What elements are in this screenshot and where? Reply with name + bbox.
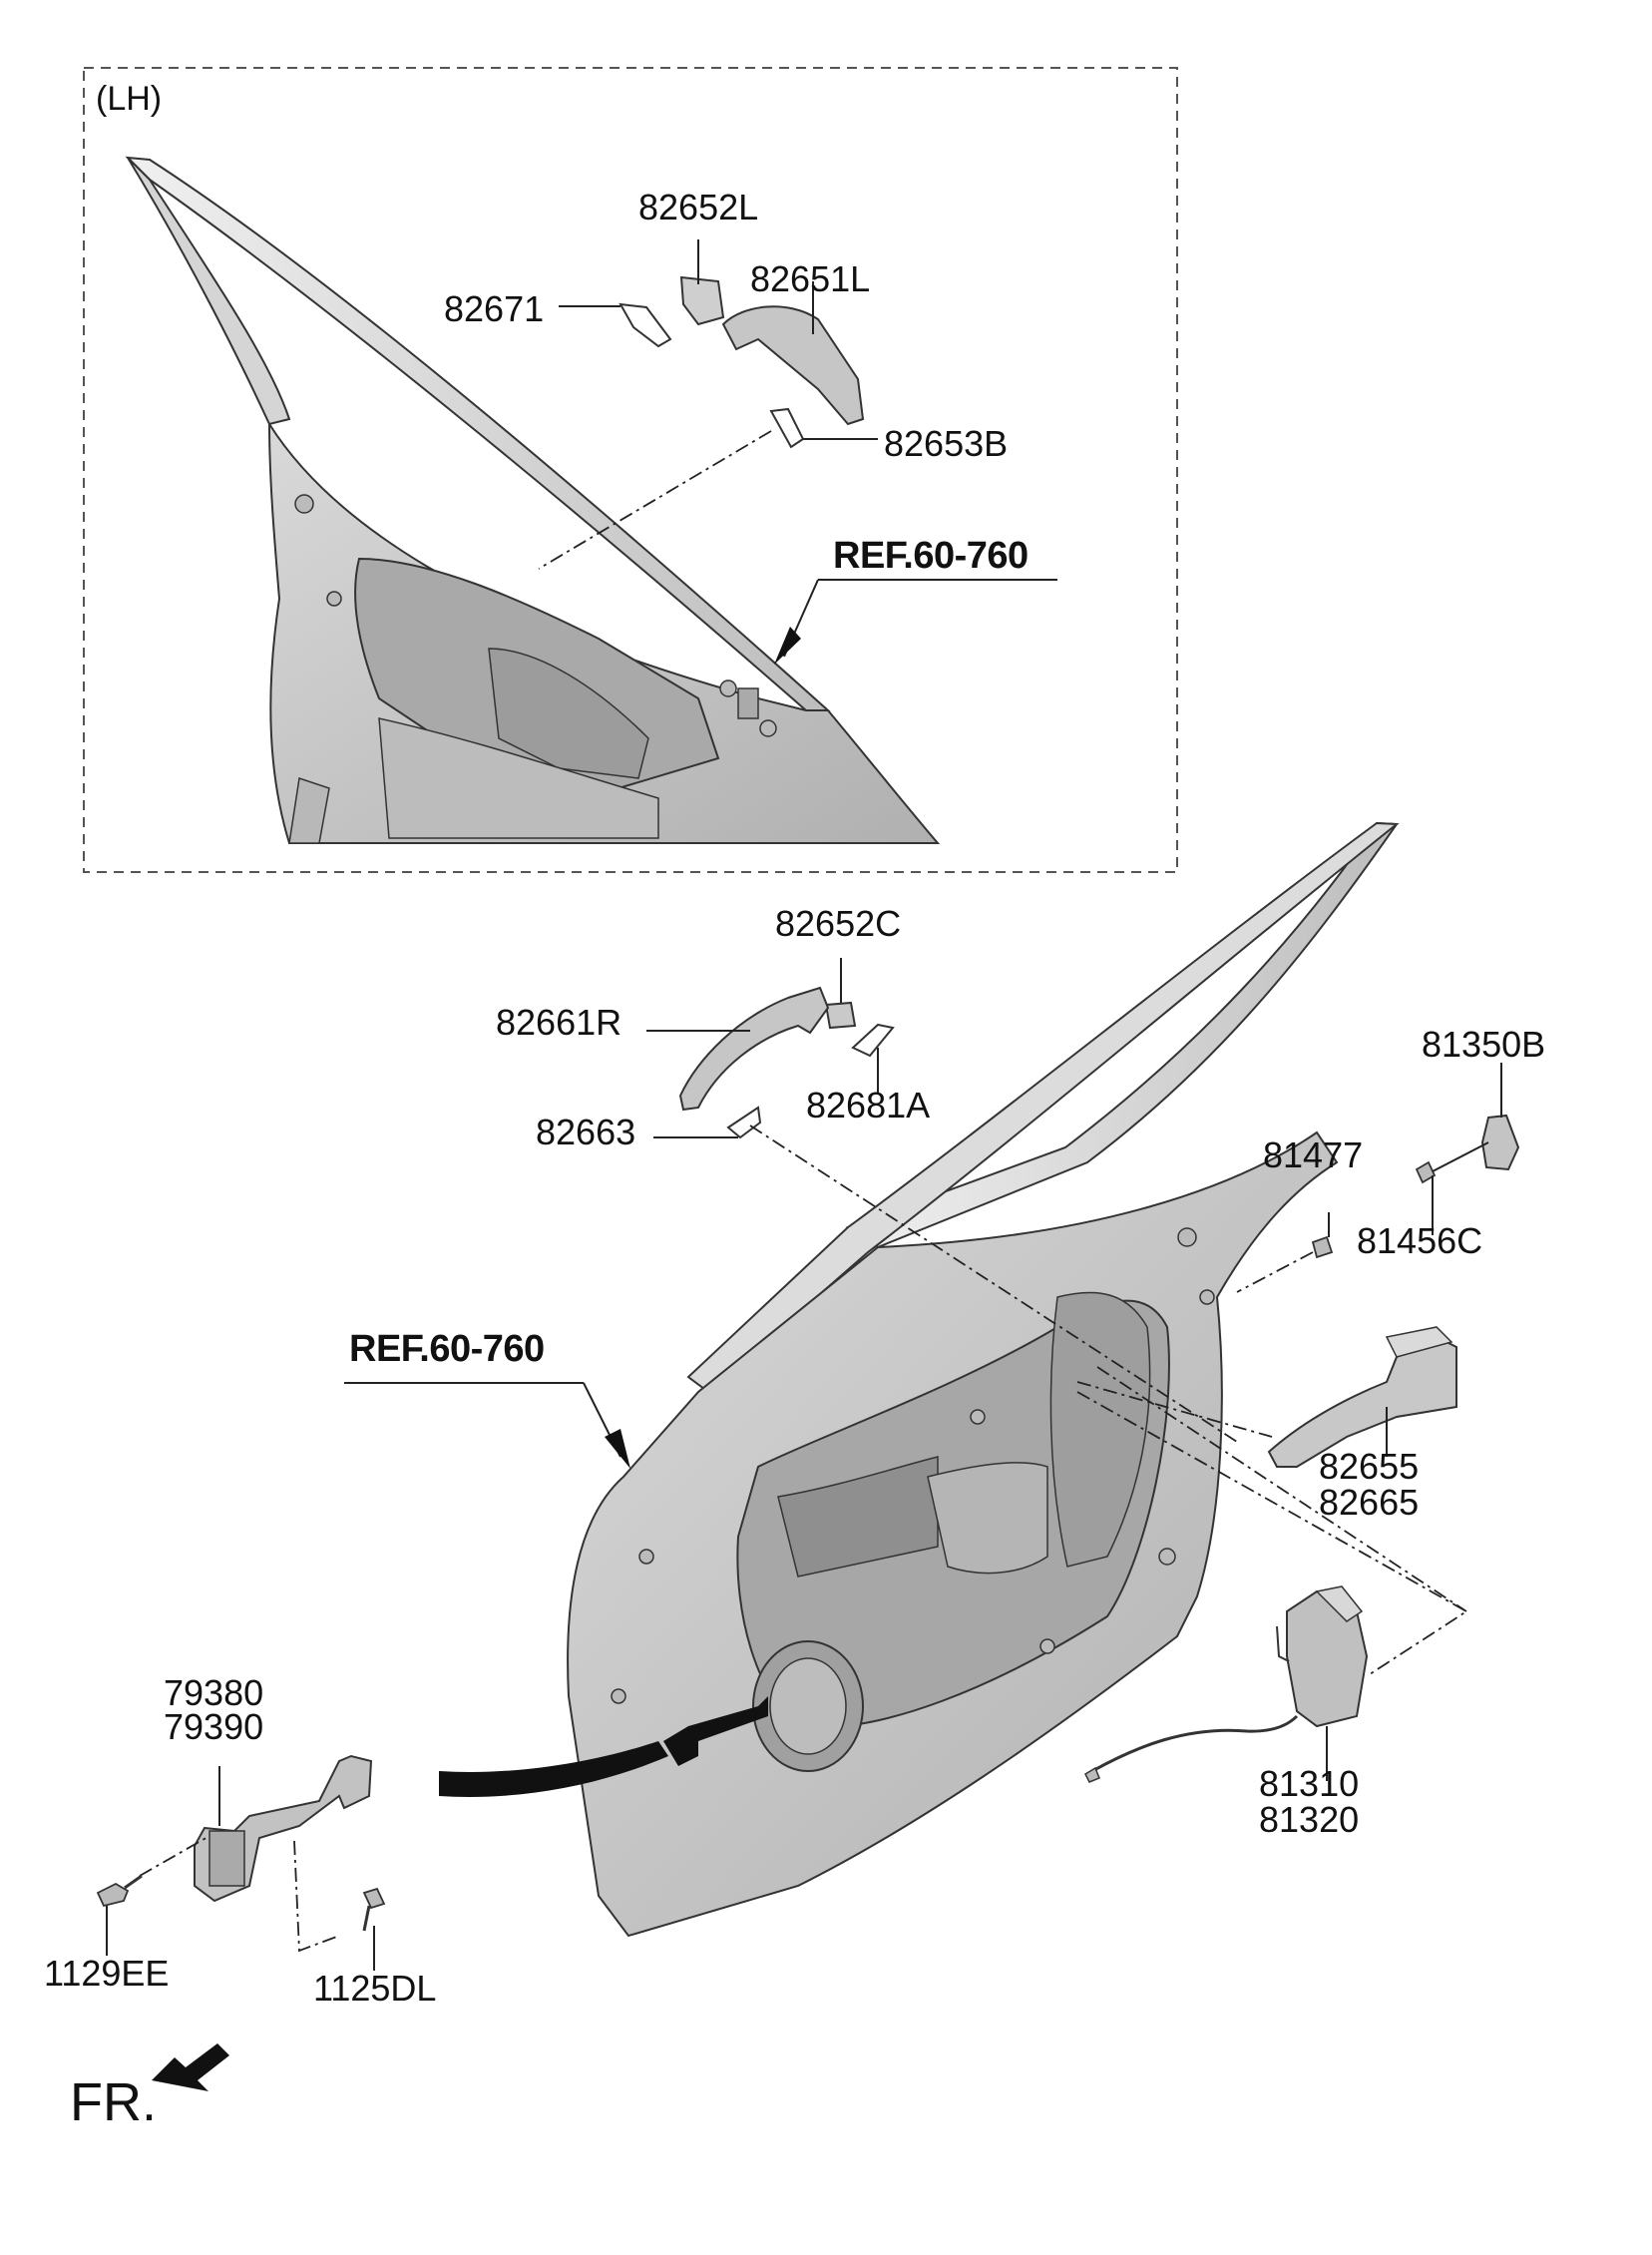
inset-handle-cap — [679, 239, 725, 326]
inset-lh-box — [83, 67, 1178, 873]
label-82661R: 82661R — [496, 1002, 622, 1043]
front-direction-label: FR. — [70, 2072, 157, 2132]
cap-81350B — [1480, 1063, 1520, 1171]
bolt-81477 — [1236, 1212, 1334, 1293]
label-79380: 79380 — [164, 1672, 264, 1713]
label-82663: 82663 — [536, 1112, 636, 1152]
main-gasket — [851, 1023, 895, 1095]
label-82652C: 82652C — [775, 903, 902, 944]
label-81456C: 81456C — [1357, 1220, 1483, 1261]
main-bezel-gasket — [653, 1106, 1238, 1443]
front-direction-arrow-icon — [152, 2043, 229, 2091]
main-handle — [646, 986, 830, 1112]
main-handle-cap — [824, 958, 857, 1030]
label-82655: 82655 — [1319, 1446, 1420, 1487]
label-81477: 81477 — [1263, 1134, 1364, 1175]
label-82652L: 82652L — [638, 187, 759, 227]
inset-ref-label: REF.60-760 — [833, 535, 1029, 577]
screw-81456C — [1415, 1141, 1489, 1235]
inset-title: (LH) — [96, 80, 163, 118]
inset-ref-leader — [774, 579, 1057, 665]
inset-handle — [721, 281, 865, 426]
door-check-strap — [439, 1696, 768, 1797]
inset-gasket — [559, 302, 672, 348]
label-81320: 81320 — [1259, 1799, 1360, 1840]
main-ref-leader — [344, 1382, 630, 1469]
label-82665: 82665 — [1319, 1482, 1420, 1523]
inset-bezel-gasket — [538, 407, 878, 570]
label-1125DL: 1125DL — [313, 1968, 437, 2009]
main-door-panel — [567, 821, 1400, 1938]
bolt-1129EE — [96, 1874, 143, 1956]
label-82653B: 82653B — [884, 423, 1009, 464]
bolt-1125DL — [362, 1887, 386, 1971]
main-ref-label: REF.60-760 — [349, 1328, 545, 1370]
label-81350B: 81350B — [1422, 1024, 1546, 1065]
door-latch — [1076, 1366, 1468, 1783]
label-79390: 79390 — [164, 1706, 264, 1747]
handle-bracket — [1076, 1326, 1457, 1468]
label-82671: 82671 — [444, 288, 545, 329]
label-82651L: 82651L — [750, 258, 871, 299]
inset-door-panel — [125, 156, 941, 844]
label-1129EE: 1129EE — [44, 1953, 170, 1994]
door-check-arm — [139, 1754, 373, 1953]
label-82681A: 82681A — [806, 1085, 931, 1126]
label-81310: 81310 — [1259, 1763, 1360, 1804]
